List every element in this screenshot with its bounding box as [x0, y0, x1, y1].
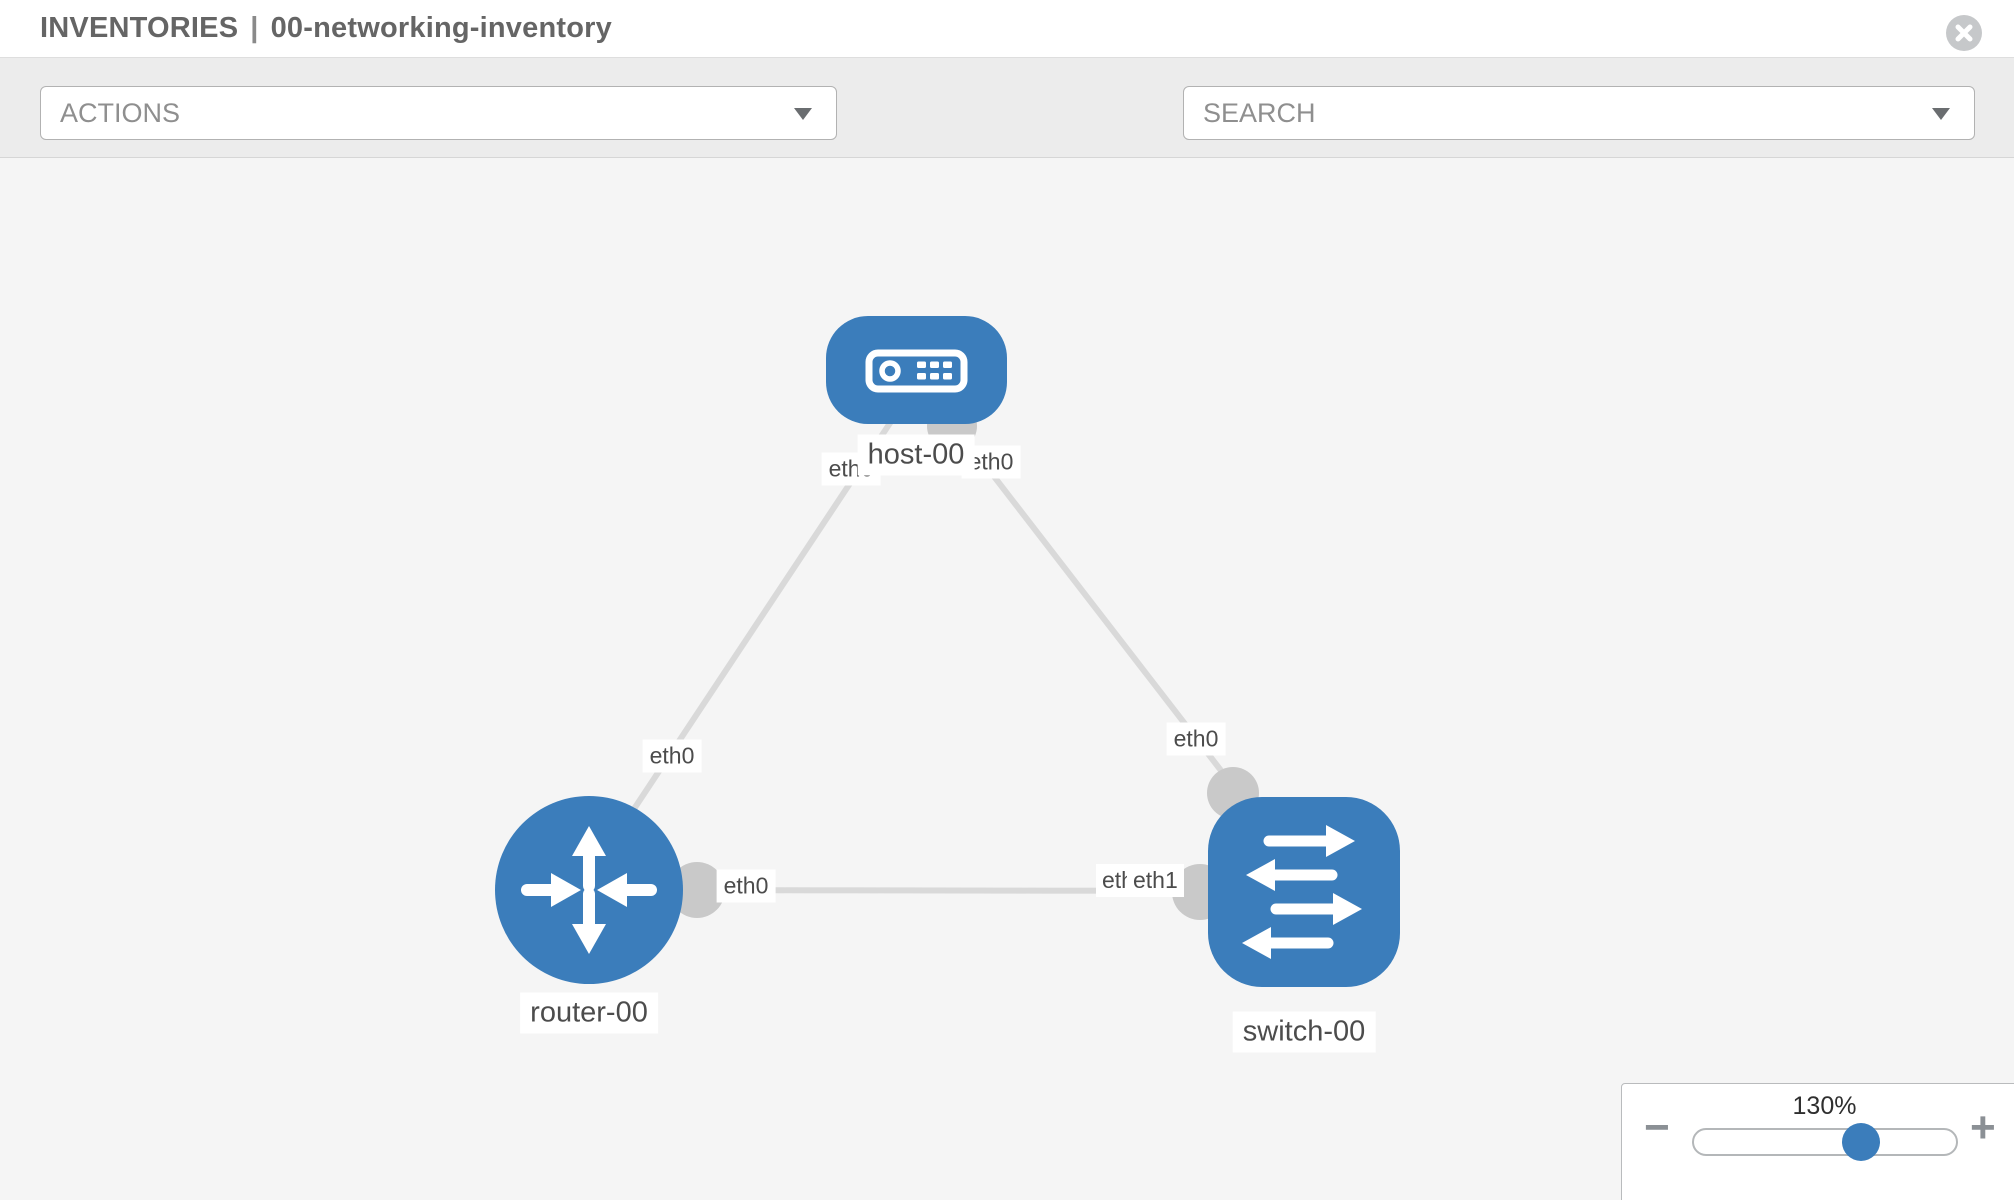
node-label-switch: switch-00 — [1232, 1011, 1376, 1053]
zoom-in-button[interactable]: + — [1970, 1103, 1996, 1152]
node-label-host: host-00 — [857, 434, 975, 476]
node-label-router: router-00 — [520, 992, 658, 1034]
zoom-out-button[interactable]: − — [1644, 1103, 1670, 1152]
zoom-slider[interactable] — [1692, 1123, 1958, 1161]
topology-canvas[interactable] — [0, 158, 2014, 1200]
page-title: INVENTORIES | 00-networking-inventory — [40, 0, 612, 57]
page-title-section: INVENTORIES — [40, 12, 239, 44]
header: INVENTORIES | 00-networking-inventory — [0, 0, 2014, 58]
interface-label: eth1 — [1127, 864, 1184, 897]
interface-connectors — [669, 401, 1259, 920]
page-title-inventory-name: 00-networking-inventory — [270, 12, 612, 44]
actions-dropdown-label: ACTIONS — [60, 97, 181, 128]
search-dropdown[interactable]: SEARCH — [1183, 86, 1975, 140]
actions-dropdown[interactable]: ACTIONS — [40, 86, 837, 140]
router-icon — [521, 826, 657, 954]
zoom-level-value: 130% — [1792, 1092, 1857, 1120]
node-host-00[interactable] — [826, 316, 1007, 424]
host-icon — [865, 349, 968, 393]
page-title-separator: | — [250, 12, 259, 44]
node-router-00[interactable] — [495, 796, 683, 984]
interface-label: eth0 — [642, 739, 702, 773]
search-dropdown-label: SEARCH — [1203, 97, 1316, 128]
node-switch-00[interactable] — [1208, 797, 1400, 987]
zoom-slider-thumb[interactable] — [1842, 1123, 1880, 1161]
chevron-down-icon — [794, 108, 812, 120]
close-icon — [1955, 24, 1973, 42]
chevron-down-icon — [1932, 108, 1950, 120]
interface-connector — [669, 862, 725, 918]
interface-label: eth0 — [1166, 722, 1226, 756]
close-button[interactable] — [1946, 15, 1982, 51]
toolbar: ACTIONS SEARC — [0, 58, 2014, 190]
switch-icon — [1242, 825, 1362, 959]
zoom-panel: 130% − + — [1621, 1083, 2014, 1200]
interface-label: eth0 — [716, 869, 776, 903]
